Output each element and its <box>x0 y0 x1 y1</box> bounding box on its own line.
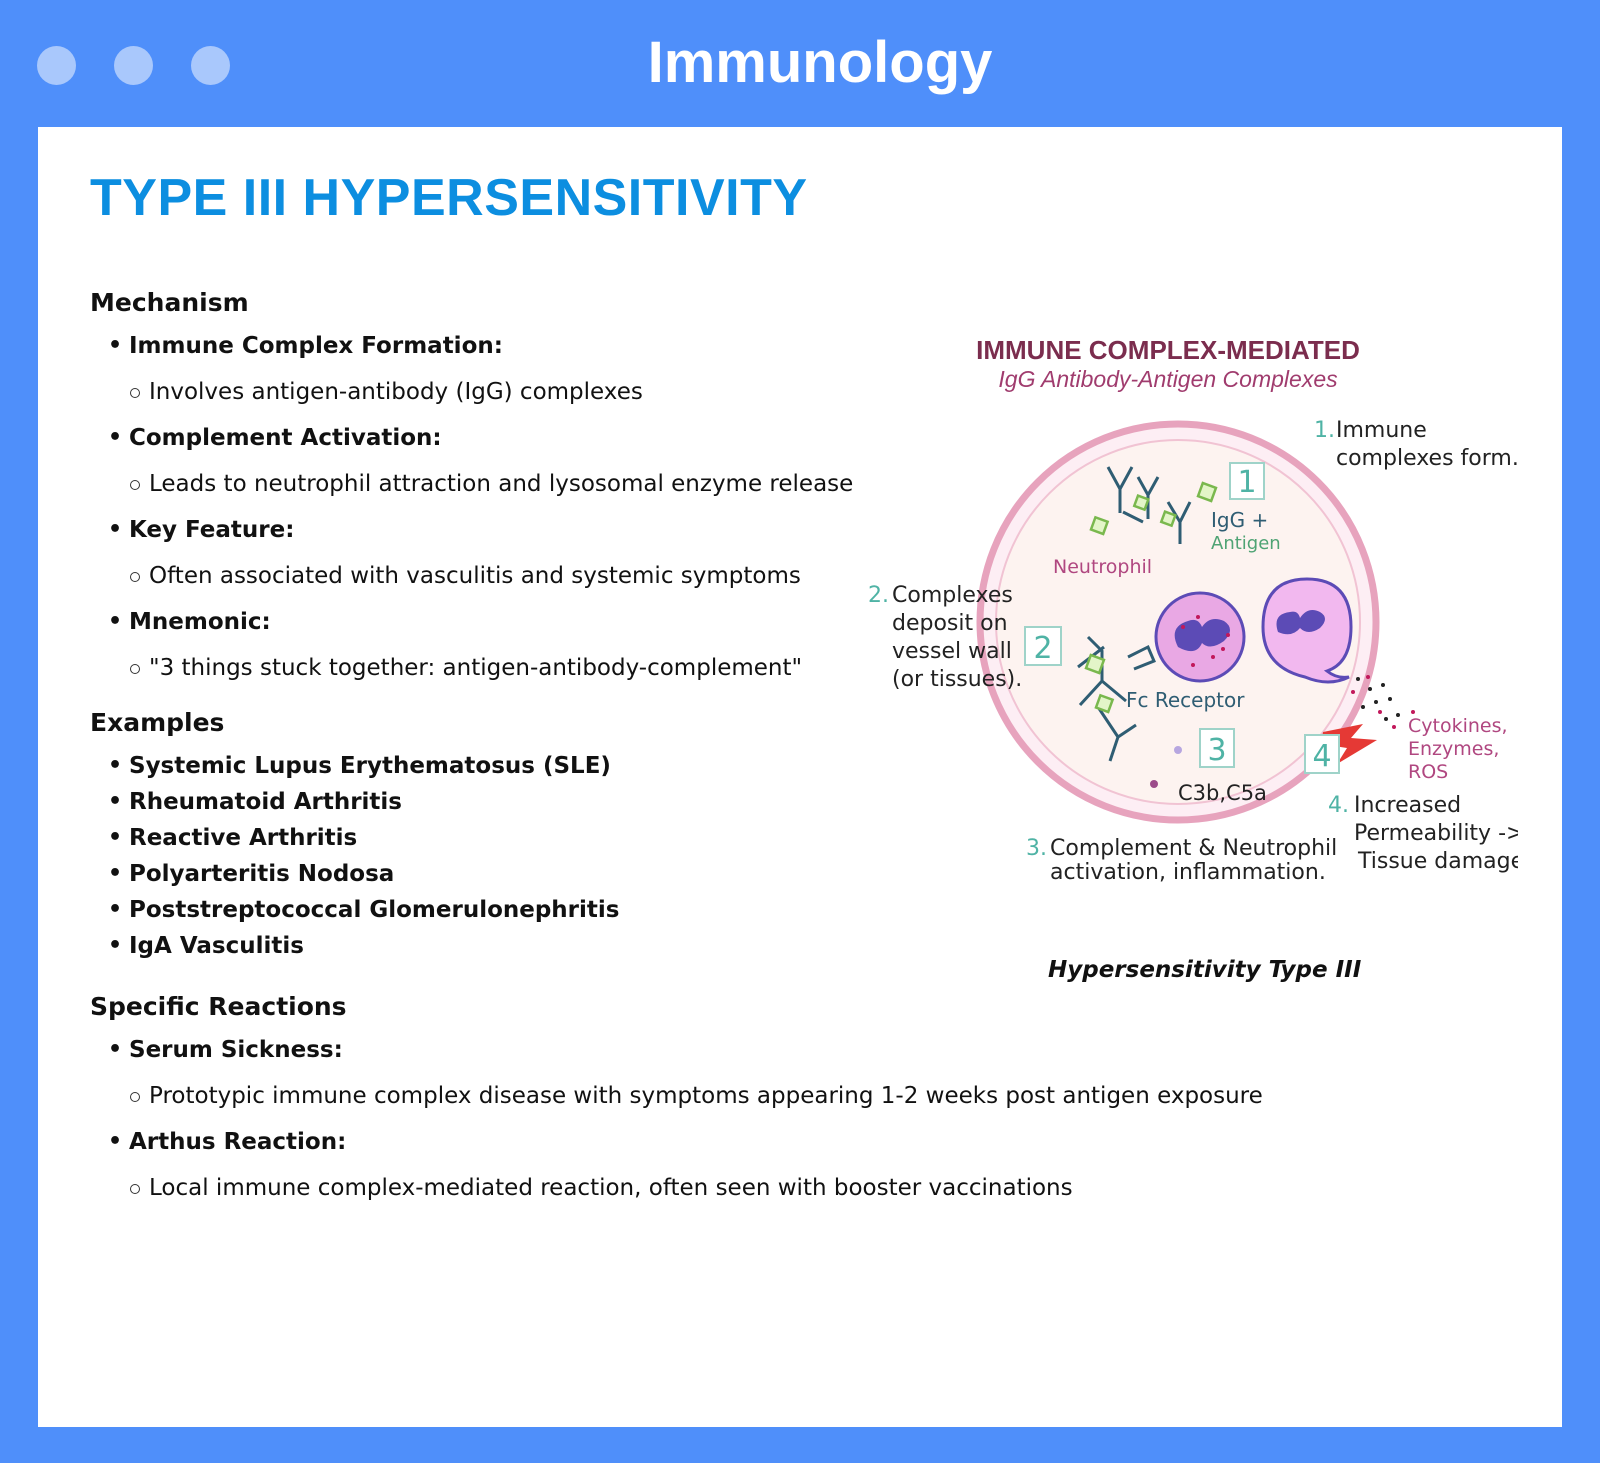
igg-antibody-icon <box>1106 466 1192 544</box>
list-item: Immune Complex Formation: <box>90 331 940 361</box>
step2-text: deposit on <box>892 611 1008 636</box>
list-item: Poststreptococcal Glomerulonephritis <box>90 895 940 925</box>
label-enzymes: Enzymes, <box>1408 738 1499 760</box>
complement-dot <box>1174 746 1182 754</box>
label-cytokines: Cytokines, <box>1408 715 1508 737</box>
step2-text: vessel wall <box>892 639 1012 664</box>
complement-dot <box>1150 780 1158 788</box>
step-box-2 <box>1024 626 1062 666</box>
list-item: "3 things stuck together: antigen-antibo… <box>90 653 940 683</box>
mechanism-heading: Mechanism <box>90 288 249 317</box>
list-item: IgA Vasculitis <box>90 931 940 961</box>
step4-number: 4. <box>1328 793 1349 818</box>
step-box-1 <box>1229 462 1265 500</box>
reactions-heading: Specific Reactions <box>90 992 347 1021</box>
window-dot-2[interactable] <box>114 46 153 85</box>
step1-text: complexes form. <box>1336 446 1518 471</box>
app-title: Immunology <box>647 30 993 95</box>
step-box-3 <box>1199 728 1235 768</box>
step4-text: Increased <box>1354 793 1461 818</box>
window-dot-1[interactable] <box>37 46 76 85</box>
step3-number: 3. <box>1026 836 1047 861</box>
granule-icon <box>1181 615 1230 667</box>
mechanism-list: Immune Complex Formation: Involves antig… <box>90 331 940 683</box>
list-item: Arthus Reaction: <box>90 1127 1290 1157</box>
step2-text: (or tissues). <box>892 667 1022 692</box>
list-item: Reactive Arthritis <box>90 823 940 853</box>
type3-diagram: IMMUNE COMPLEX-MEDIATED IgG Antibody-Ant… <box>868 335 1518 885</box>
list-item: Systemic Lupus Erythematosus (SLE) <box>90 751 940 781</box>
list-item: Local immune complex-mediated reaction, … <box>90 1173 1290 1203</box>
list-item: Rheumatoid Arthritis <box>90 787 940 817</box>
step-box-3-label: 3 <box>1207 733 1226 768</box>
list-item: Mnemonic: <box>90 607 940 637</box>
neutrophil-nucleus <box>1174 619 1230 652</box>
step-box-2-label: 2 <box>1033 631 1052 666</box>
step1-number: 1. <box>1314 418 1335 443</box>
notes-column: Mechanism Immune Complex Formation: Invo… <box>90 287 1263 1203</box>
figure-caption: Hypersensitivity Type III <box>1048 957 1362 983</box>
step2-number: 2. <box>868 583 889 608</box>
step-box-4-label: 4 <box>1312 739 1331 774</box>
list-item: Key Feature: <box>90 515 940 545</box>
list-item: Often associated with vasculitis and sys… <box>90 561 940 591</box>
label-c3b-c5a: C3b,C5a <box>1178 781 1267 805</box>
reactions-list: Serum Sickness: Prototypic immune comple… <box>90 1035 1290 1203</box>
label-neutrophil: Neutrophil <box>1053 556 1152 578</box>
list-item: Complement Activation: <box>90 423 940 453</box>
label-igg: IgG + <box>1211 508 1268 532</box>
step-box-4 <box>1304 734 1340 774</box>
page-title: TYPE III HYPERSENSITIVITY <box>90 169 808 227</box>
list-item: Serum Sickness: <box>90 1035 1290 1065</box>
label-antigen: Antigen <box>1211 533 1281 554</box>
list-item: Involves antigen-antibody (IgG) complexe… <box>90 377 940 407</box>
window-dot-3[interactable] <box>191 46 230 85</box>
label-ros: ROS <box>1408 761 1448 783</box>
deposited-antigen-icon <box>1084 653 1115 714</box>
label-fc-receptor: Fc Receptor <box>1126 688 1245 712</box>
step2-text: Complexes <box>892 583 1013 608</box>
activated-neutrophil-nucleus <box>1276 610 1325 635</box>
step4-text: Permeability -> <box>1354 821 1518 846</box>
step4-text: Tissue damage. <box>1357 849 1518 874</box>
figure-subtitle: IgG Antibody-Antigen Complexes <box>998 366 1338 392</box>
step-box-1-label: 1 <box>1237 465 1256 500</box>
examples-list: Systemic Lupus Erythematosus (SLE) Rheum… <box>90 751 940 961</box>
enzyme-release-icon <box>1356 677 1400 721</box>
antigen-icon <box>1089 481 1218 536</box>
examples-heading: Examples <box>90 708 225 737</box>
list-item: Prototypic immune complex disease with s… <box>90 1081 1290 1111</box>
list-item: Leads to neutrophil attraction and lysos… <box>90 469 940 499</box>
content-panel: TYPE III HYPERSENSITIVITY Mechanism Immu… <box>38 127 1562 1427</box>
figure-title: IMMUNE COMPLEX-MEDIATED <box>976 335 1360 365</box>
step3-text: Complement & Neutrophil <box>1050 836 1337 861</box>
step1-text: Immune <box>1336 418 1427 443</box>
step3-text: activation, inflammation. <box>1050 860 1326 885</box>
list-item: Polyarteritis Nodosa <box>90 859 940 889</box>
cytokine-dots-icon <box>1351 675 1415 729</box>
